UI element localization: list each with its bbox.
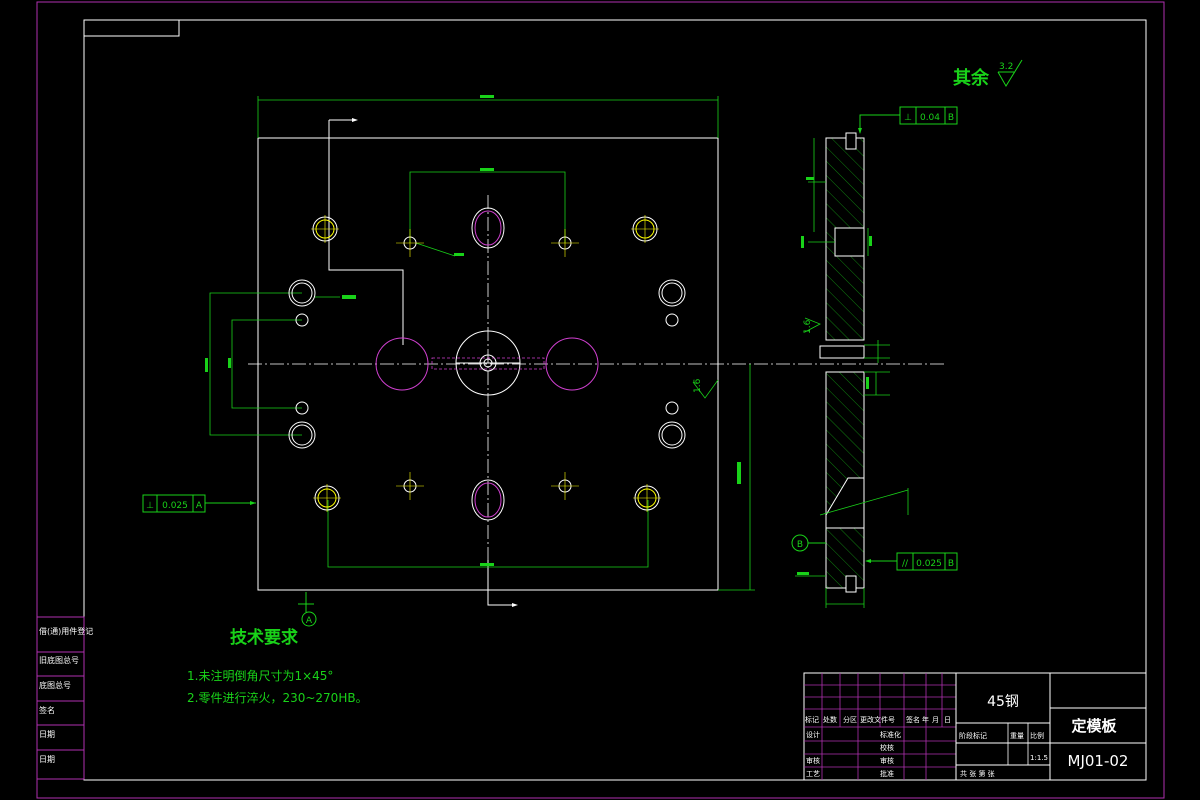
material-cell: 45钢 xyxy=(987,694,1019,710)
leader-pin xyxy=(415,242,456,257)
roughness-value: 3.2 xyxy=(999,62,1013,72)
datum-a-label: A xyxy=(306,616,313,626)
left-sidebar-table: 借(通)用件登记 旧底图总号 底图总号 签名 日期 日期 xyxy=(36,616,93,780)
section-angled-pin-hole xyxy=(825,477,865,529)
finish-symbol-plan xyxy=(692,379,719,399)
sidebar-label: 底图总号 xyxy=(39,680,71,690)
pin-hole xyxy=(295,401,309,415)
svg-text:B: B xyxy=(948,559,954,569)
svg-text:更改文件号: 更改文件号 xyxy=(860,715,895,724)
section-dimensions xyxy=(795,138,890,608)
section-dim-texts xyxy=(797,177,872,575)
leader-hole-dia xyxy=(342,295,356,299)
tech-requirement-item: 2.零件进行淬火，230~270HB。 xyxy=(187,690,368,705)
title-block: 45钢 定模板 MJ01-02 1:1.5 标记 处数 分区 更改文件号 签名 … xyxy=(803,672,1147,781)
datum-a-marker xyxy=(301,611,317,627)
svg-text:⊥: ⊥ xyxy=(904,113,912,123)
svg-text://: // xyxy=(902,559,909,569)
hole-crosshairs xyxy=(311,215,661,512)
pin-hole xyxy=(665,401,679,415)
svg-text:阶段标记: 阶段标记 xyxy=(959,731,987,740)
gdt-parallelism: // 0.025 B xyxy=(865,552,958,571)
section-bore xyxy=(834,227,865,257)
svg-text:工艺: 工艺 xyxy=(806,770,820,778)
cavity-right xyxy=(545,337,599,391)
svg-text:日: 日 xyxy=(944,716,951,724)
frame-corner-box xyxy=(83,19,180,37)
sidebar-label: 签名 xyxy=(39,705,55,715)
gdt-perpendicularity-top: ⊥ 0.04 B xyxy=(858,106,958,134)
central-sprue xyxy=(455,330,521,396)
section-cut-line xyxy=(328,120,404,345)
guide-hole xyxy=(658,421,686,449)
datum-b-label: B xyxy=(797,540,803,550)
section-arrowhead-top xyxy=(352,118,358,122)
gdt-perpendicularity-left: ⊥ 0.025 A xyxy=(142,494,256,513)
sidebar-label: 旧底图总号 xyxy=(39,655,79,665)
runner-channel xyxy=(431,357,545,370)
dim-width-text xyxy=(480,95,494,98)
svg-text:审核: 审核 xyxy=(880,756,894,765)
section-view: ⊥ 0.04 B // 0.025 B B 1.6 xyxy=(791,106,958,608)
finish-value-side: 1.6 xyxy=(803,319,813,334)
drawing-number-cell: MJ01-02 xyxy=(1068,752,1129,770)
svg-text:A: A xyxy=(196,501,203,511)
plan-view: 1.6 xyxy=(142,95,945,627)
svg-text:0.025: 0.025 xyxy=(162,501,188,511)
sheet-border xyxy=(36,1,1165,799)
section-sprue-bushing xyxy=(819,345,865,359)
svg-text:月: 月 xyxy=(932,716,939,724)
svg-text:0.04: 0.04 xyxy=(920,113,940,123)
guide-hole xyxy=(288,421,316,449)
pin-hole xyxy=(665,313,679,327)
svg-text:比例: 比例 xyxy=(1030,731,1044,740)
scale-cell: 1:1.5 xyxy=(1030,754,1048,762)
roughness-symbol xyxy=(997,59,1023,87)
tech-requirements: 技术要求 1.未注明倒角尺寸为1×45° 2.零件进行淬火，230~270HB。 xyxy=(187,627,368,705)
dim-left-outer xyxy=(209,292,302,436)
svg-text:年: 年 xyxy=(922,715,929,724)
dim-bottom-spacing xyxy=(327,500,649,568)
pin-hole xyxy=(295,313,309,327)
svg-text:标记: 标记 xyxy=(805,715,819,724)
svg-text:B: B xyxy=(948,113,954,123)
sidebar-label: 日期 xyxy=(39,755,55,764)
tech-requirement-item: 1.未注明倒角尺寸为1×45° xyxy=(187,668,333,683)
svg-text:分区: 分区 xyxy=(843,715,857,724)
svg-text:⊥: ⊥ xyxy=(146,501,154,511)
section-arrowhead-bottom xyxy=(512,603,518,607)
cavity-left xyxy=(375,337,429,391)
sidebar-label: 借(通)用件登记 xyxy=(39,626,93,636)
cavity-slot-top xyxy=(471,207,505,249)
dim-pin-spacing xyxy=(409,171,566,243)
finish-value-plan: 1.6 xyxy=(693,378,703,393)
roughness-note: 其余 3.2 xyxy=(953,59,1023,89)
svg-text:校核: 校核 xyxy=(880,743,894,752)
svg-text:设计: 设计 xyxy=(806,730,820,739)
svg-text:重量: 重量 xyxy=(1010,732,1024,740)
svg-text:审核: 审核 xyxy=(806,756,820,765)
section-arrow-bottom xyxy=(487,560,512,606)
dim-left-inner xyxy=(231,319,302,409)
cavity-slot-bottom xyxy=(471,479,505,521)
guide-hole xyxy=(658,279,686,307)
svg-text:共 张 第 张: 共 张 第 张 xyxy=(960,769,995,778)
svg-text:0.025: 0.025 xyxy=(916,559,942,569)
svg-text:标准化: 标准化 xyxy=(880,730,901,739)
part-name-cell: 定模板 xyxy=(1071,717,1117,735)
sidebar-label: 日期 xyxy=(39,730,55,739)
roughness-label: 其余 xyxy=(953,67,990,89)
drawing-frame xyxy=(83,19,1147,781)
svg-text:签名: 签名 xyxy=(906,715,920,724)
svg-text:处数: 处数 xyxy=(823,715,837,724)
svg-text:批准: 批准 xyxy=(880,769,894,778)
tech-requirements-title: 技术要求 xyxy=(230,627,298,648)
guide-hole xyxy=(288,279,316,307)
